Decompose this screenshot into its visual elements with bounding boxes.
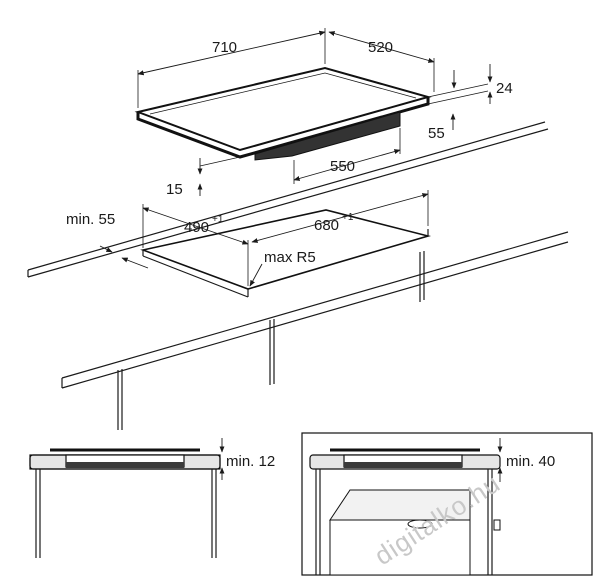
- hob-glass-top: [134, 66, 432, 152]
- label-680: 680: [314, 217, 339, 234]
- label-680-tolerance: +1: [342, 212, 354, 223]
- label-55: 55: [428, 125, 445, 142]
- hob-base: [254, 111, 401, 161]
- label-min-12: min. 12: [226, 453, 275, 470]
- label-min-55: min. 55: [66, 211, 115, 228]
- dimension-520: 520: [328, 31, 435, 92]
- dimension-550: 550: [293, 128, 401, 184]
- label-490-tolerance: +1: [212, 214, 224, 225]
- dimension-680: 680 +1: [251, 190, 429, 243]
- label-radius: max R5: [264, 249, 316, 266]
- label-710: 710: [212, 39, 237, 56]
- label-490: 490: [184, 219, 209, 236]
- dimension-24: 24: [451, 64, 513, 104]
- label-520: 520: [368, 39, 393, 56]
- dimension-min-55: min. 55: [66, 211, 149, 269]
- dimension-490: 490 +1: [142, 204, 249, 286]
- detail-left: min. 12: [29, 438, 275, 558]
- dimension-710: 710: [137, 28, 326, 108]
- label-15: 15: [166, 181, 183, 198]
- dimension-15: 15: [166, 158, 203, 198]
- worktop-drawing: [27, 121, 569, 430]
- label-min-40: min. 40: [506, 453, 555, 470]
- label-24: 24: [496, 80, 513, 97]
- label-550: 550: [330, 158, 355, 175]
- dimension-radius: max R5: [249, 249, 316, 287]
- detail-right: min. 40: [301, 432, 593, 576]
- hob-drawing: [134, 66, 489, 167]
- dimension-55: 55: [428, 113, 456, 142]
